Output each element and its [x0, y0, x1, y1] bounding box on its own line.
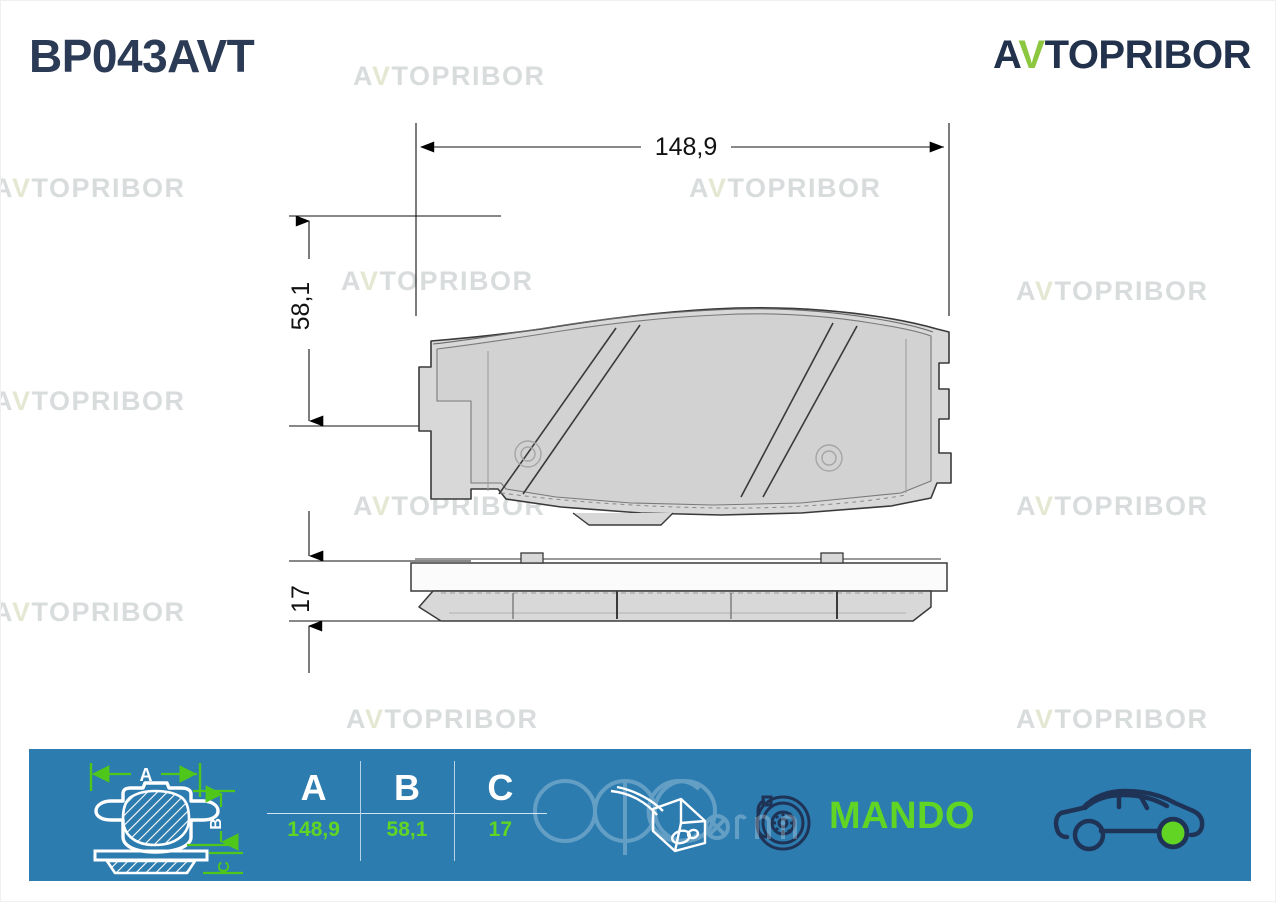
dimension-value: 58,1 [386, 818, 428, 841]
height-dimension: 58,1 [287, 215, 324, 427]
dimension-value: 148,9 [287, 818, 340, 841]
wear-sensor-icon [610, 785, 707, 853]
dimension-letter: B [393, 767, 420, 808]
car-icon [1053, 788, 1205, 852]
brake-disc-icon [755, 795, 811, 851]
dimension-letter: A [300, 767, 327, 808]
brake-pad-dimension-icon: A B C [89, 763, 243, 875]
dimension-column-a: A 148,9 [267, 765, 361, 865]
icon-label-c: C [216, 861, 233, 873]
rivet-mark [815, 444, 843, 472]
rivet-mark [514, 440, 542, 468]
brake-pad-side-view [410, 552, 948, 622]
logo-text: TOPRIBOR [1044, 33, 1252, 77]
thickness-dimension-label: 17 [287, 585, 315, 613]
logo-letter-a: A [993, 33, 1019, 77]
technical-drawing: 148,9 58,1 [287, 123, 952, 673]
width-dimension: 148,9 [419, 133, 944, 161]
watermark-avtopribor: AVTOPRIBOR [353, 61, 546, 91]
divider [453, 813, 547, 814]
dimension-extension-lines [415, 123, 950, 316]
divider [360, 813, 454, 814]
divider [267, 813, 361, 814]
dimension-column-b: B 58,1 [360, 761, 454, 865]
logo-letter-v: V [1018, 33, 1045, 77]
brake-pad-front-view [418, 307, 952, 526]
dimension-table: A 148,9 B 58,1 C 17 [267, 761, 547, 865]
page-title: BP043AVT [29, 30, 255, 82]
width-dimension-label: 148,9 [655, 133, 718, 161]
specification-bar: A B C A 148,9 [29, 749, 1251, 881]
height-dimension-label: 58,1 [287, 282, 315, 331]
icon-label-b: B [208, 818, 225, 830]
thickness-dimension: 17 [287, 511, 324, 673]
dimension-column-c: C 17 [453, 761, 547, 865]
avtopribor-logo: AVTOPRIBOR [993, 33, 1252, 78]
dimension-letter: C [487, 767, 514, 808]
icon-label-a: A [140, 765, 153, 785]
dimension-value: 17 [488, 818, 512, 841]
manufacturer-name: MANDO [829, 795, 976, 837]
